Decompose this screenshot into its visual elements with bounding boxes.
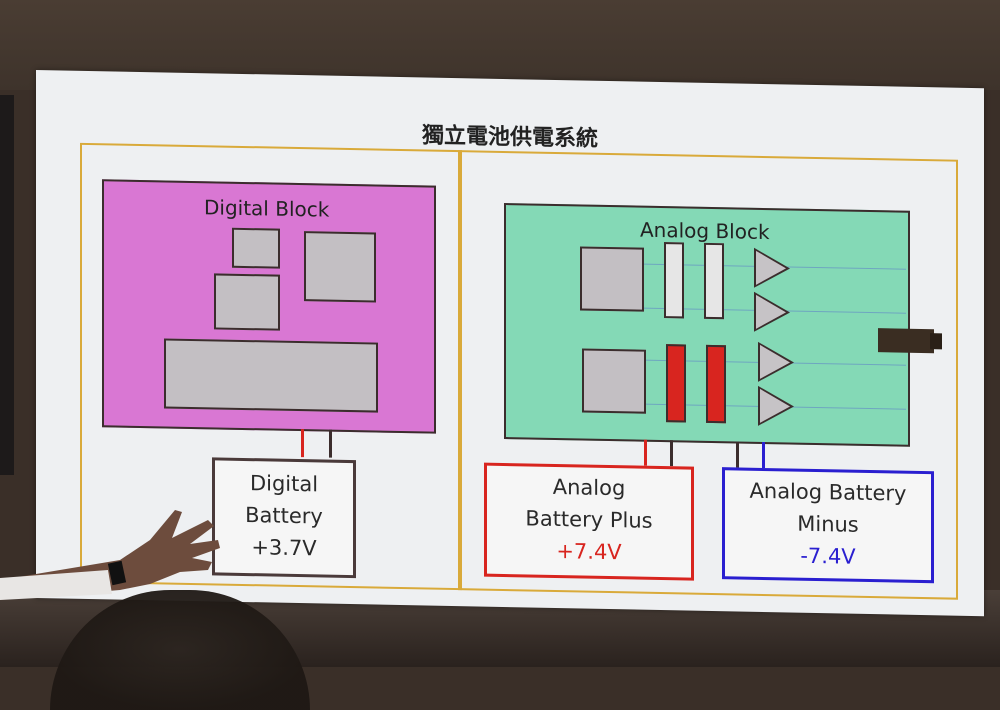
digital-battery-voltage: +3.7V — [251, 535, 317, 561]
digital-chip-small — [232, 227, 280, 269]
output-connector — [878, 328, 934, 354]
analog-minus-wire-negative — [762, 441, 765, 468]
analog-red-bar-1 — [666, 344, 686, 423]
analog-plus-wire-positive — [644, 439, 647, 466]
analog-battery-minus-voltage: -7.4V — [800, 543, 856, 569]
digital-chip-wide — [164, 338, 378, 413]
analog-block-label: Analog Block — [640, 217, 770, 245]
amplifier-triangle-4 — [758, 385, 794, 427]
amplifier-triangle-3 — [758, 341, 794, 383]
analog-battery-plus-line1: Analog — [552, 474, 626, 501]
digital-chip-medium — [214, 273, 280, 331]
analog-minus-wire-positive — [736, 441, 739, 468]
output-connector-tip — [930, 333, 942, 350]
analog-chip-upper — [580, 246, 644, 312]
analog-battery-minus: Analog Battery Minus -7.4V — [722, 467, 934, 584]
room-left-post — [0, 95, 14, 475]
digital-battery-line2: Battery — [245, 503, 323, 529]
analog-battery-minus-line1: Analog Battery — [749, 478, 907, 506]
digital-battery-line1: Digital — [249, 471, 319, 497]
amplifier-triangle-2 — [754, 291, 790, 333]
presenter-hand — [0, 510, 220, 600]
digital-wire-positive — [301, 429, 304, 458]
digital-battery: Digital Battery +3.7V — [212, 457, 356, 579]
analog-plus-wire-negative — [670, 440, 673, 467]
digital-chip-square — [304, 231, 376, 303]
analog-white-bar-1 — [664, 242, 684, 319]
analog-battery-plus-line2: Battery Plus — [525, 506, 653, 533]
amplifier-triangle-1 — [754, 247, 790, 289]
analog-battery-minus-line2: Minus — [797, 511, 859, 537]
digital-block-label: Digital Block — [204, 195, 330, 222]
analog-white-bar-2 — [704, 242, 724, 320]
analog-chip-lower — [582, 348, 646, 414]
analog-red-bar-2 — [706, 344, 726, 424]
analog-block: Analog Block — [504, 202, 910, 447]
digital-wire-negative — [329, 429, 332, 458]
analog-battery-plus-voltage: +7.4V — [556, 538, 622, 565]
analog-battery-plus: Analog Battery Plus +7.4V — [484, 462, 694, 581]
digital-block: Digital Block — [102, 179, 436, 434]
